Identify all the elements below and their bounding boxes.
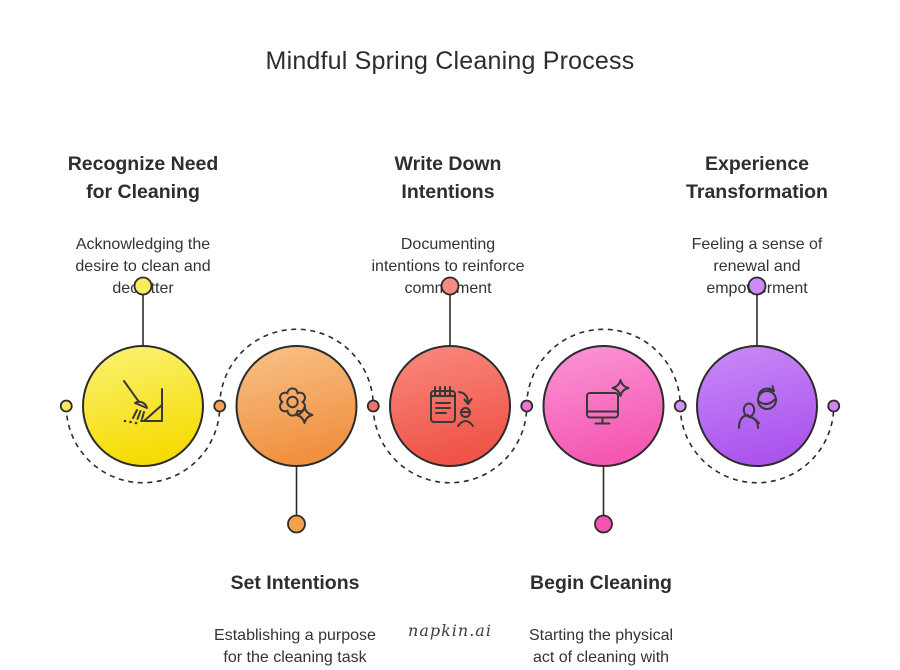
dashed-arc-3 (372, 405, 528, 484)
connector-dot-1 (59, 399, 73, 413)
dashed-arc-5 (679, 405, 835, 484)
step-2-heading: Set Intentions (230, 572, 360, 594)
connector-dot-6 (827, 399, 841, 413)
step-5-heading: Experience Transformation (686, 153, 828, 203)
step-circle-5 (696, 345, 818, 467)
gear-sparkle-icon (279, 387, 314, 424)
napkin-watermark: napkin.ai (408, 621, 492, 640)
person-renewal-icon (738, 385, 777, 429)
step-3-description: Documenting intentions to reinforce comm… (371, 236, 525, 297)
broom-dustpan-icon (123, 380, 163, 425)
step-3-label: Write Down Intentions Documenting intent… (338, 132, 558, 318)
step-1-heading: Recognize Need for Cleaning (67, 153, 219, 203)
stem-dot-1 (133, 276, 153, 296)
notepad-person-icon (430, 386, 474, 427)
step-1-description: Acknowledging the desire to clean and de… (75, 236, 211, 297)
connector-dot-4 (520, 399, 534, 413)
step-circle-4 (542, 345, 665, 467)
step-4-heading: Begin Cleaning (530, 572, 672, 594)
connector-dot-2 (213, 399, 227, 413)
dashed-arc-1 (65, 405, 221, 484)
dashed-arc-4 (525, 328, 682, 407)
step-1-label: Recognize Need for Cleaning Acknowledgin… (33, 132, 253, 318)
connector-dot-3 (366, 399, 380, 413)
step-2-label: Set Intentions Establishing a purpose fo… (175, 551, 415, 670)
dashed-arc-2 (218, 328, 375, 407)
step-3-heading: Write Down Intentions (394, 153, 502, 203)
stem-dot-4 (594, 514, 613, 534)
step-4-label: Begin Cleaning Starting the physical act… (491, 551, 711, 670)
connector-dot-5 (673, 399, 687, 413)
page-title: Mindful Spring Cleaning Process (265, 47, 635, 75)
stem-dot-2 (287, 514, 306, 534)
step-circle-3 (389, 345, 511, 467)
stem-dot-3 (440, 276, 460, 296)
step-4-description: Starting the physical act of cleaning wi… (528, 627, 674, 666)
step-2-description: Establishing a purpose for the cleaning … (214, 627, 376, 666)
monitor-sparkle-icon (586, 379, 630, 425)
stem-dot-5 (747, 276, 767, 296)
